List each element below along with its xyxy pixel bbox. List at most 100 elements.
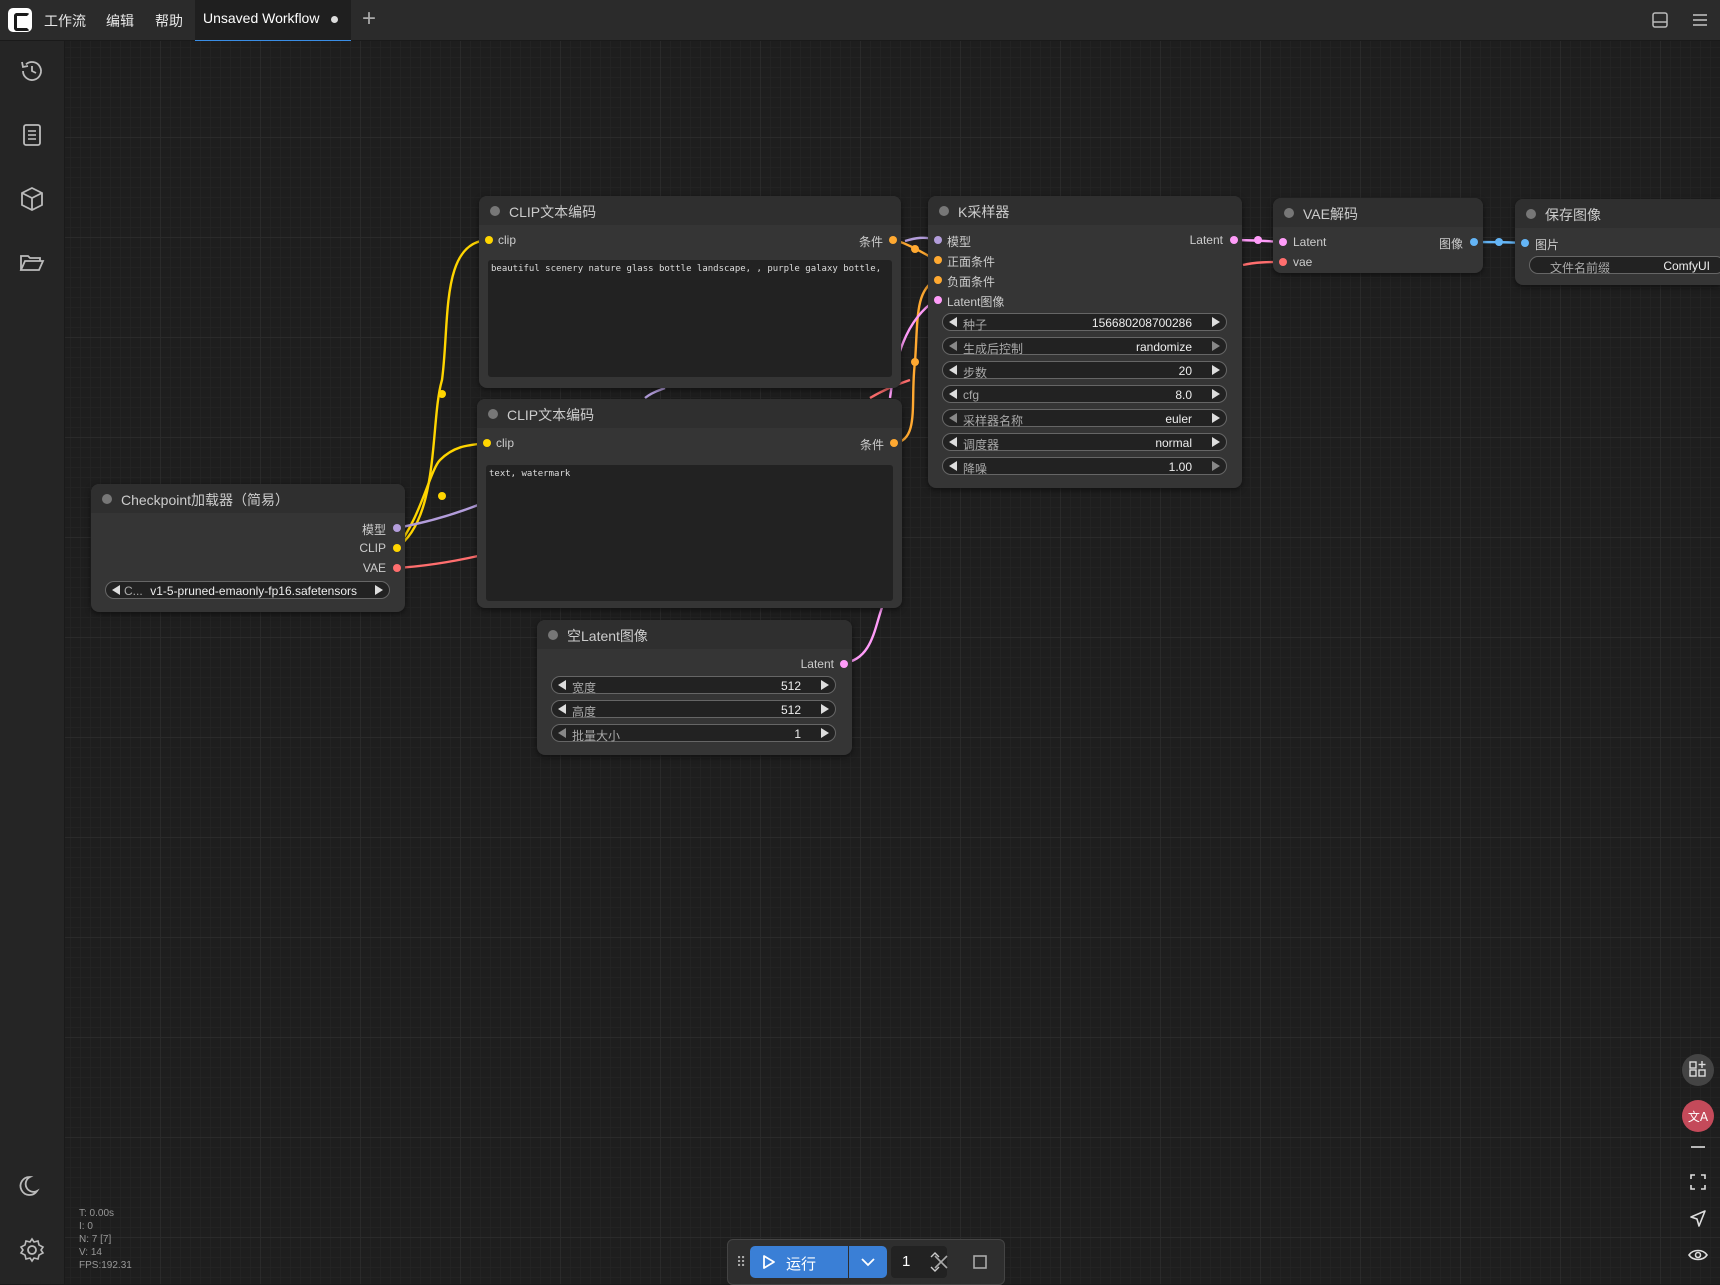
input-slot-images[interactable]	[1521, 239, 1529, 247]
node-title-bar[interactable]: VAE解码	[1273, 198, 1483, 227]
decrement-arrow-icon[interactable]	[949, 461, 957, 471]
batch-count-value[interactable]: 1	[902, 1253, 911, 1270]
collapse-dot-icon[interactable]	[102, 494, 112, 504]
node-title-bar[interactable]: CLIP文本编码	[477, 399, 902, 428]
node-title-bar[interactable]: 保存图像	[1515, 199, 1720, 228]
node-library-icon[interactable]	[18, 121, 46, 149]
fit-view-icon[interactable]	[1681, 1165, 1715, 1199]
node-clip-text-encode-negative[interactable]: CLIP文本编码 clip 条件 text, watermark	[477, 399, 902, 608]
zoom-out-minus-icon[interactable]	[1681, 1130, 1715, 1164]
menu-help[interactable]: 帮助	[155, 13, 183, 29]
node-title-bar[interactable]: CLIP文本编码	[479, 196, 901, 225]
node-title-bar[interactable]: 空Latent图像	[537, 620, 852, 649]
translate-icon[interactable]: 文A	[1681, 1099, 1715, 1133]
control-after-generate-widget[interactable]: 生成后控制 randomize	[942, 337, 1227, 356]
collapse-dot-icon[interactable]	[1526, 209, 1536, 219]
node-clip-text-encode-positive[interactable]: CLIP文本编码 clip 条件 beautiful scenery natur…	[479, 196, 901, 388]
output-slot-latent[interactable]	[1230, 236, 1238, 244]
drag-handle-icon[interactable]: ⠿	[736, 1254, 747, 1270]
output-slot-conditioning[interactable]	[889, 236, 897, 244]
increment-arrow-icon[interactable]	[375, 585, 383, 595]
collapse-dot-icon[interactable]	[490, 206, 500, 216]
increment-arrow-icon[interactable]	[821, 728, 829, 738]
node-ksampler[interactable]: K采样器 模型 正面条件 负面条件 Latent图像 Latent 种子 156…	[928, 196, 1242, 488]
toggle-link-visibility-eye-icon[interactable]	[1681, 1238, 1715, 1272]
input-slot-positive[interactable]	[934, 256, 942, 264]
history-icon[interactable]	[18, 57, 46, 85]
menu-workflow[interactable]: 工作流	[44, 13, 86, 29]
output-slot-latent[interactable]	[840, 660, 848, 668]
node-title-bar[interactable]: Checkpoint加载器（简易）	[91, 484, 405, 513]
input-slot-model[interactable]	[934, 236, 942, 244]
hamburger-menu-icon[interactable]	[1690, 10, 1710, 30]
node-empty-latent-image[interactable]: 空Latent图像 Latent 宽度 512 高度 512 批量大小 1	[537, 620, 852, 755]
node-vae-decode[interactable]: VAE解码 Latent vae 图像	[1273, 198, 1483, 273]
output-slot-image[interactable]	[1470, 238, 1478, 246]
input-slot-latent-image[interactable]	[934, 296, 942, 304]
output-slot-model[interactable]	[393, 524, 401, 532]
toggle-bottom-panel-icon[interactable]	[1650, 10, 1670, 30]
collapse-dot-icon[interactable]	[488, 409, 498, 419]
increment-arrow-icon[interactable]	[821, 680, 829, 690]
decrement-arrow-icon[interactable]	[558, 728, 566, 738]
select-pointer-icon[interactable]	[1681, 1202, 1715, 1236]
input-slot-vae[interactable]	[1279, 258, 1287, 266]
collapse-dot-icon[interactable]	[548, 630, 558, 640]
batch-size-widget[interactable]: 批量大小 1	[551, 724, 836, 743]
filename-prefix-widget[interactable]: 文件名前缀 ComfyUI	[1529, 256, 1720, 275]
input-slot-clip[interactable]	[483, 439, 491, 447]
increment-arrow-icon[interactable]	[1212, 365, 1220, 375]
steps-widget[interactable]: 步数 20	[942, 361, 1227, 380]
stop-square-icon[interactable]	[972, 1254, 988, 1270]
node-checkpoint-loader[interactable]: Checkpoint加载器（简易） 模型 CLIP VAE C... v1-5-…	[91, 484, 405, 612]
collapse-dot-icon[interactable]	[1284, 208, 1294, 218]
menu-edit[interactable]: 编辑	[106, 13, 134, 29]
decrement-arrow-icon[interactable]	[558, 704, 566, 714]
add-node-icon[interactable]	[1681, 1053, 1715, 1087]
input-slot-negative[interactable]	[934, 276, 942, 284]
width-widget[interactable]: 宽度 512	[551, 676, 836, 695]
cancel-close-icon[interactable]	[933, 1254, 949, 1270]
decrement-arrow-icon[interactable]	[949, 413, 957, 423]
decrement-arrow-icon[interactable]	[949, 341, 957, 351]
decrement-arrow-icon[interactable]	[949, 389, 957, 399]
node-save-image[interactable]: 保存图像 图片 文件名前缀 ComfyUI	[1515, 199, 1720, 285]
scheduler-widget[interactable]: 调度器 normal	[942, 433, 1227, 452]
decrement-arrow-icon[interactable]	[949, 437, 957, 447]
settings-gear-icon[interactable]	[18, 1236, 46, 1264]
comfyui-logo-icon[interactable]	[8, 8, 32, 32]
workflows-folder-icon[interactable]	[18, 249, 46, 277]
decrement-arrow-icon[interactable]	[558, 680, 566, 690]
run-button[interactable]: 运行	[750, 1246, 848, 1278]
increment-arrow-icon[interactable]	[1212, 437, 1220, 447]
decrement-arrow-icon[interactable]	[112, 585, 120, 595]
denoise-widget[interactable]: 降噪 1.00	[942, 457, 1227, 476]
input-slot-clip[interactable]	[485, 236, 493, 244]
input-slot-latent[interactable]	[1279, 238, 1287, 246]
unsaved-dot-icon[interactable]	[331, 16, 338, 23]
ckpt-name-widget[interactable]: C... v1-5-pruned-emaonly-fp16.safetensor…	[105, 581, 390, 599]
model-library-cube-icon[interactable]	[18, 185, 46, 213]
collapse-dot-icon[interactable]	[939, 206, 949, 216]
add-tab-plus-icon[interactable]: +	[362, 5, 377, 32]
theme-moon-icon[interactable]	[18, 1172, 46, 1200]
chevron-up-icon[interactable]	[929, 1250, 941, 1260]
increment-arrow-icon[interactable]	[1212, 341, 1220, 351]
tab-unsaved-workflow[interactable]: Unsaved Workflow	[195, 0, 351, 42]
run-mode-dropdown[interactable]	[849, 1246, 887, 1278]
increment-arrow-icon[interactable]	[1212, 413, 1220, 423]
sampler-name-widget[interactable]: 采样器名称 euler	[942, 409, 1227, 428]
increment-arrow-icon[interactable]	[821, 704, 829, 714]
seed-widget[interactable]: 种子 156680208700286	[942, 313, 1227, 332]
prompt-textarea-negative[interactable]: text, watermark	[486, 465, 893, 601]
chevron-down-icon[interactable]	[929, 1264, 941, 1274]
output-slot-vae[interactable]	[393, 564, 401, 572]
increment-arrow-icon[interactable]	[1212, 461, 1220, 471]
node-title-bar[interactable]: K采样器	[928, 196, 1242, 225]
output-slot-clip[interactable]	[393, 544, 401, 552]
increment-arrow-icon[interactable]	[1212, 389, 1220, 399]
cfg-widget[interactable]: cfg 8.0	[942, 385, 1227, 403]
increment-arrow-icon[interactable]	[1212, 317, 1220, 327]
prompt-textarea-positive[interactable]: beautiful scenery nature glass bottle la…	[488, 260, 892, 377]
output-slot-conditioning[interactable]	[890, 439, 898, 447]
